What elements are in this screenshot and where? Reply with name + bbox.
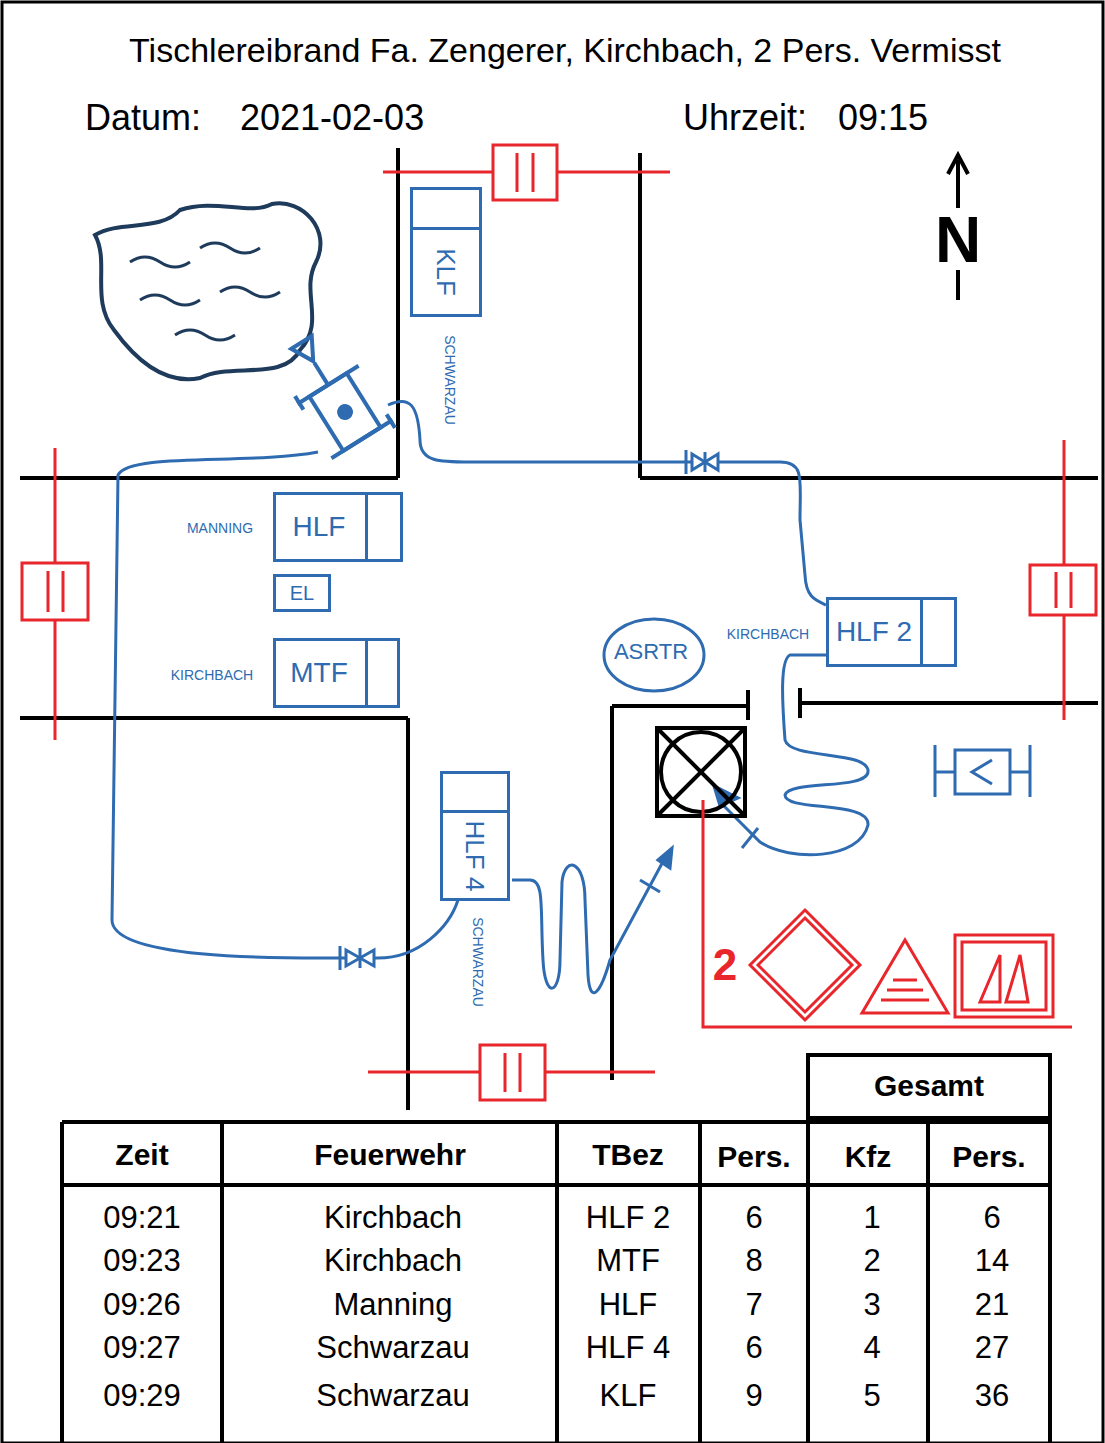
table-cell: HLF 4 (586, 1332, 670, 1363)
fire-brigade-name: KIRCHBACH (171, 668, 253, 682)
table-cell: 21 (975, 1289, 1009, 1320)
table-header: Pers. (952, 1142, 1025, 1172)
unit-label: KLF (433, 248, 459, 296)
table-cell: 6 (745, 1202, 762, 1233)
table-cell: 8 (745, 1245, 762, 1276)
table-cell: 3 (863, 1289, 880, 1320)
table-cell: 2 (863, 1245, 880, 1276)
danger-signs (703, 800, 1072, 1027)
header-info: 09:15 (838, 100, 928, 136)
fire-brigade-name: KIRCHBACH (727, 627, 809, 641)
pond (95, 203, 320, 379)
unit-label: HLF 2 (836, 618, 912, 646)
ellipse-node: ASRTR (602, 617, 706, 693)
header-info: Uhrzeit: (683, 100, 807, 136)
fire-brigade-name: SCHWARZAU (443, 335, 457, 425)
vehicle-cab (365, 641, 368, 705)
table-header: Gesamt (874, 1071, 984, 1101)
table-cell: 9 (745, 1380, 762, 1411)
vehicle-cab (443, 810, 507, 813)
table-cell: Manning (334, 1289, 453, 1320)
vehicle-cab (920, 600, 923, 664)
fire-brigade-name: MANNING (187, 521, 253, 535)
table-header: Feuerwehr (314, 1140, 466, 1170)
table-grid (62, 1055, 1050, 1443)
table-cell: Schwarzau (316, 1380, 469, 1411)
table-cell: 09:26 (103, 1289, 181, 1320)
table-header: Zeit (115, 1140, 168, 1170)
table-cell: 1 (863, 1202, 880, 1233)
unit-label: HLF (293, 513, 346, 541)
table-cell: HLF (599, 1289, 658, 1320)
table-cell: 36 (975, 1380, 1009, 1411)
table-cell: 14 (975, 1245, 1009, 1276)
vehicle-box: HLFMANNING (273, 492, 403, 562)
building-symbol (657, 728, 745, 816)
table-cell: Kirchbach (324, 1245, 462, 1276)
vehicle-box: HLF 4SCHWARZAU (440, 771, 510, 901)
unit-label: ASRTR (614, 641, 688, 663)
fire-brigade-name: SCHWARZAU (471, 917, 485, 1007)
unit-label: HLF 4 (462, 821, 488, 892)
north-label: N (935, 208, 981, 272)
table-header: Kfz (845, 1142, 892, 1172)
unit-label: MTF (290, 659, 348, 687)
table-cell: 27 (975, 1332, 1009, 1363)
vehicle-box: EL (273, 574, 331, 612)
header-info: Datum: (85, 100, 201, 136)
roads (20, 148, 1098, 1110)
table-cell: HLF 2 (586, 1202, 670, 1233)
table-cell: 09:27 (103, 1332, 181, 1363)
vehicle-cab (365, 495, 368, 559)
table-cell: 5 (863, 1380, 880, 1411)
vehicle-box: MTFKIRCHBACH (273, 638, 400, 708)
table-cell: 09:21 (103, 1202, 181, 1233)
vehicle-box: HLF 2KIRCHBACH (826, 597, 957, 667)
equipment-symbol (935, 745, 1030, 797)
vehicle-cab (413, 227, 479, 230)
map-title: Tischlereibrand Fa. Zengerer, Kirchbach,… (129, 33, 1001, 67)
table-cell: 7 (745, 1289, 762, 1320)
header-info: 2021-02-03 (240, 100, 424, 136)
table-cell: MTF (596, 1245, 660, 1276)
table-cell: KLF (600, 1380, 657, 1411)
table-cell: 09:29 (103, 1380, 181, 1411)
table-cell: 09:23 (103, 1245, 181, 1276)
hose-lines (112, 401, 868, 992)
table-header: TBez (592, 1140, 664, 1170)
table-cell: 6 (983, 1202, 1000, 1233)
missing-persons-count: 2 (713, 943, 737, 987)
table-cell: Kirchbach (324, 1202, 462, 1233)
table-cell: Schwarzau (316, 1332, 469, 1363)
road-blocks (22, 145, 1096, 1100)
unit-label: EL (290, 583, 314, 603)
table-cell: 4 (863, 1332, 880, 1363)
pump-symbol (271, 323, 397, 465)
table-header: Pers. (717, 1142, 790, 1172)
table-cell: 6 (745, 1332, 762, 1363)
vehicle-box: KLFSCHWARZAU (410, 187, 482, 317)
